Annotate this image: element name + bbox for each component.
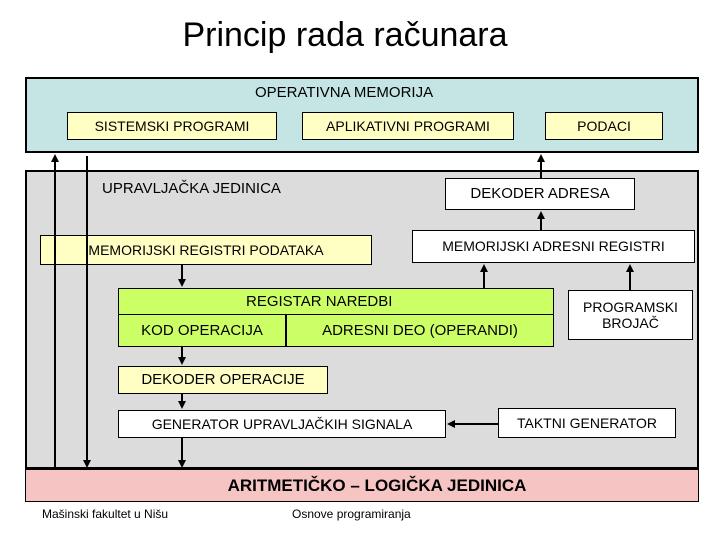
footer-center: Osnove programiranja	[292, 507, 411, 521]
program-counter-box: PROGRAMSKI BROJAČ	[568, 290, 693, 340]
memory-address-registers-box: MEMORIJSKI ADRESNI REGISTRI	[412, 230, 695, 263]
instruction-register-label: REGISTAR NAREDBI	[246, 292, 393, 310]
op-decoder-box: DEKODER OPERACIJE	[118, 366, 328, 394]
clock-generator-box: TAKTNI GENERATOR	[498, 408, 676, 438]
page-title: Princip rada računara	[182, 16, 508, 54]
app-programs-box: APLIKATIVNI PROGRAMI	[302, 112, 514, 140]
operating-memory-label: OPERATIVNA MEMORIJA	[255, 83, 434, 101]
signal-generator-box: GENERATOR UPRAVLJAČKIH SIGNALA	[118, 410, 446, 438]
alu-label: ARITMETIČKO – LOGIČKA JEDINICA	[227, 475, 527, 495]
control-unit-label: UPRAVLJAČKA JEDINICA	[102, 179, 281, 197]
address-part-box: ADRESNI DEO (OPERANDI)	[286, 314, 554, 347]
data-box: PODACI	[545, 112, 663, 140]
op-code-box: KOD OPERACIJA	[118, 314, 286, 347]
alu-box: ARITMETIČKO – LOGIČKA JEDINICA	[25, 469, 699, 502]
footer-left: Mašinski fakultet u Nišu	[42, 507, 169, 521]
memory-data-registers-box: MEMORIJSKI REGISTRI PODATAKA	[40, 235, 372, 265]
address-decoder-box: DEKODER ADRESA	[445, 178, 635, 210]
system-programs-box: SISTEMSKI PROGRAMI	[67, 112, 277, 140]
